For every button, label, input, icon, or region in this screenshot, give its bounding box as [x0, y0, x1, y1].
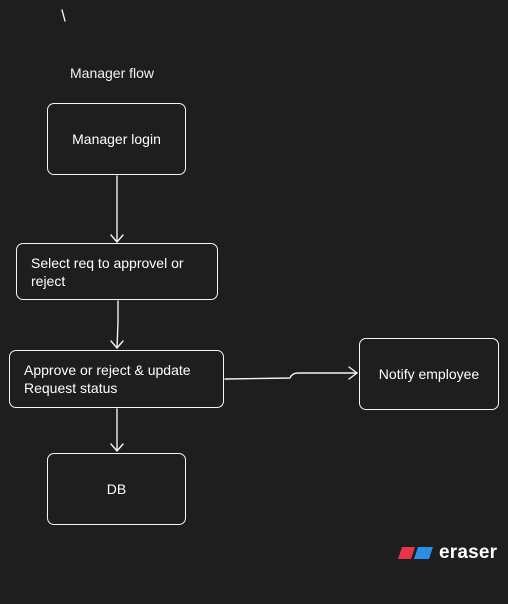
- node-select-request[interactable]: Select req to approvel or reject: [16, 243, 218, 300]
- stray-stroke: [61, 9, 66, 22]
- diagram-title: Manager flow: [70, 65, 155, 81]
- eraser-logo-icon: [398, 547, 433, 559]
- node-db[interactable]: DB: [47, 453, 186, 525]
- node-notify-employee-label: Notify employee: [378, 366, 480, 382]
- arrowhead-select-to-approve: [110, 340, 124, 349]
- arrowhead-login-to-select: [110, 234, 124, 243]
- node-select-request-label: Select req to approvel or reject: [31, 254, 184, 289]
- arrowhead-approve-to-notify: [348, 366, 358, 380]
- node-manager-login[interactable]: Manager login: [47, 103, 186, 175]
- logo-red-shape: [398, 547, 415, 559]
- arrowhead-approve-to-db: [110, 443, 124, 452]
- node-approve-reject-label: Approve or reject & update Request statu…: [24, 362, 191, 396]
- logo-blue-shape: [414, 547, 433, 559]
- node-manager-login-label: Manager login: [72, 131, 161, 147]
- eraser-brand[interactable]: eraser: [398, 542, 497, 564]
- edge-approve-to-notify: [224, 372, 358, 380]
- node-notify-employee[interactable]: Notify employee: [359, 338, 499, 410]
- node-db-label: DB: [106, 481, 127, 497]
- eraser-wordmark: eraser: [439, 542, 498, 563]
- edge-select-to-approve: [116, 300, 119, 349]
- node-approve-reject[interactable]: Approve or reject & update Request statu…: [9, 350, 224, 408]
